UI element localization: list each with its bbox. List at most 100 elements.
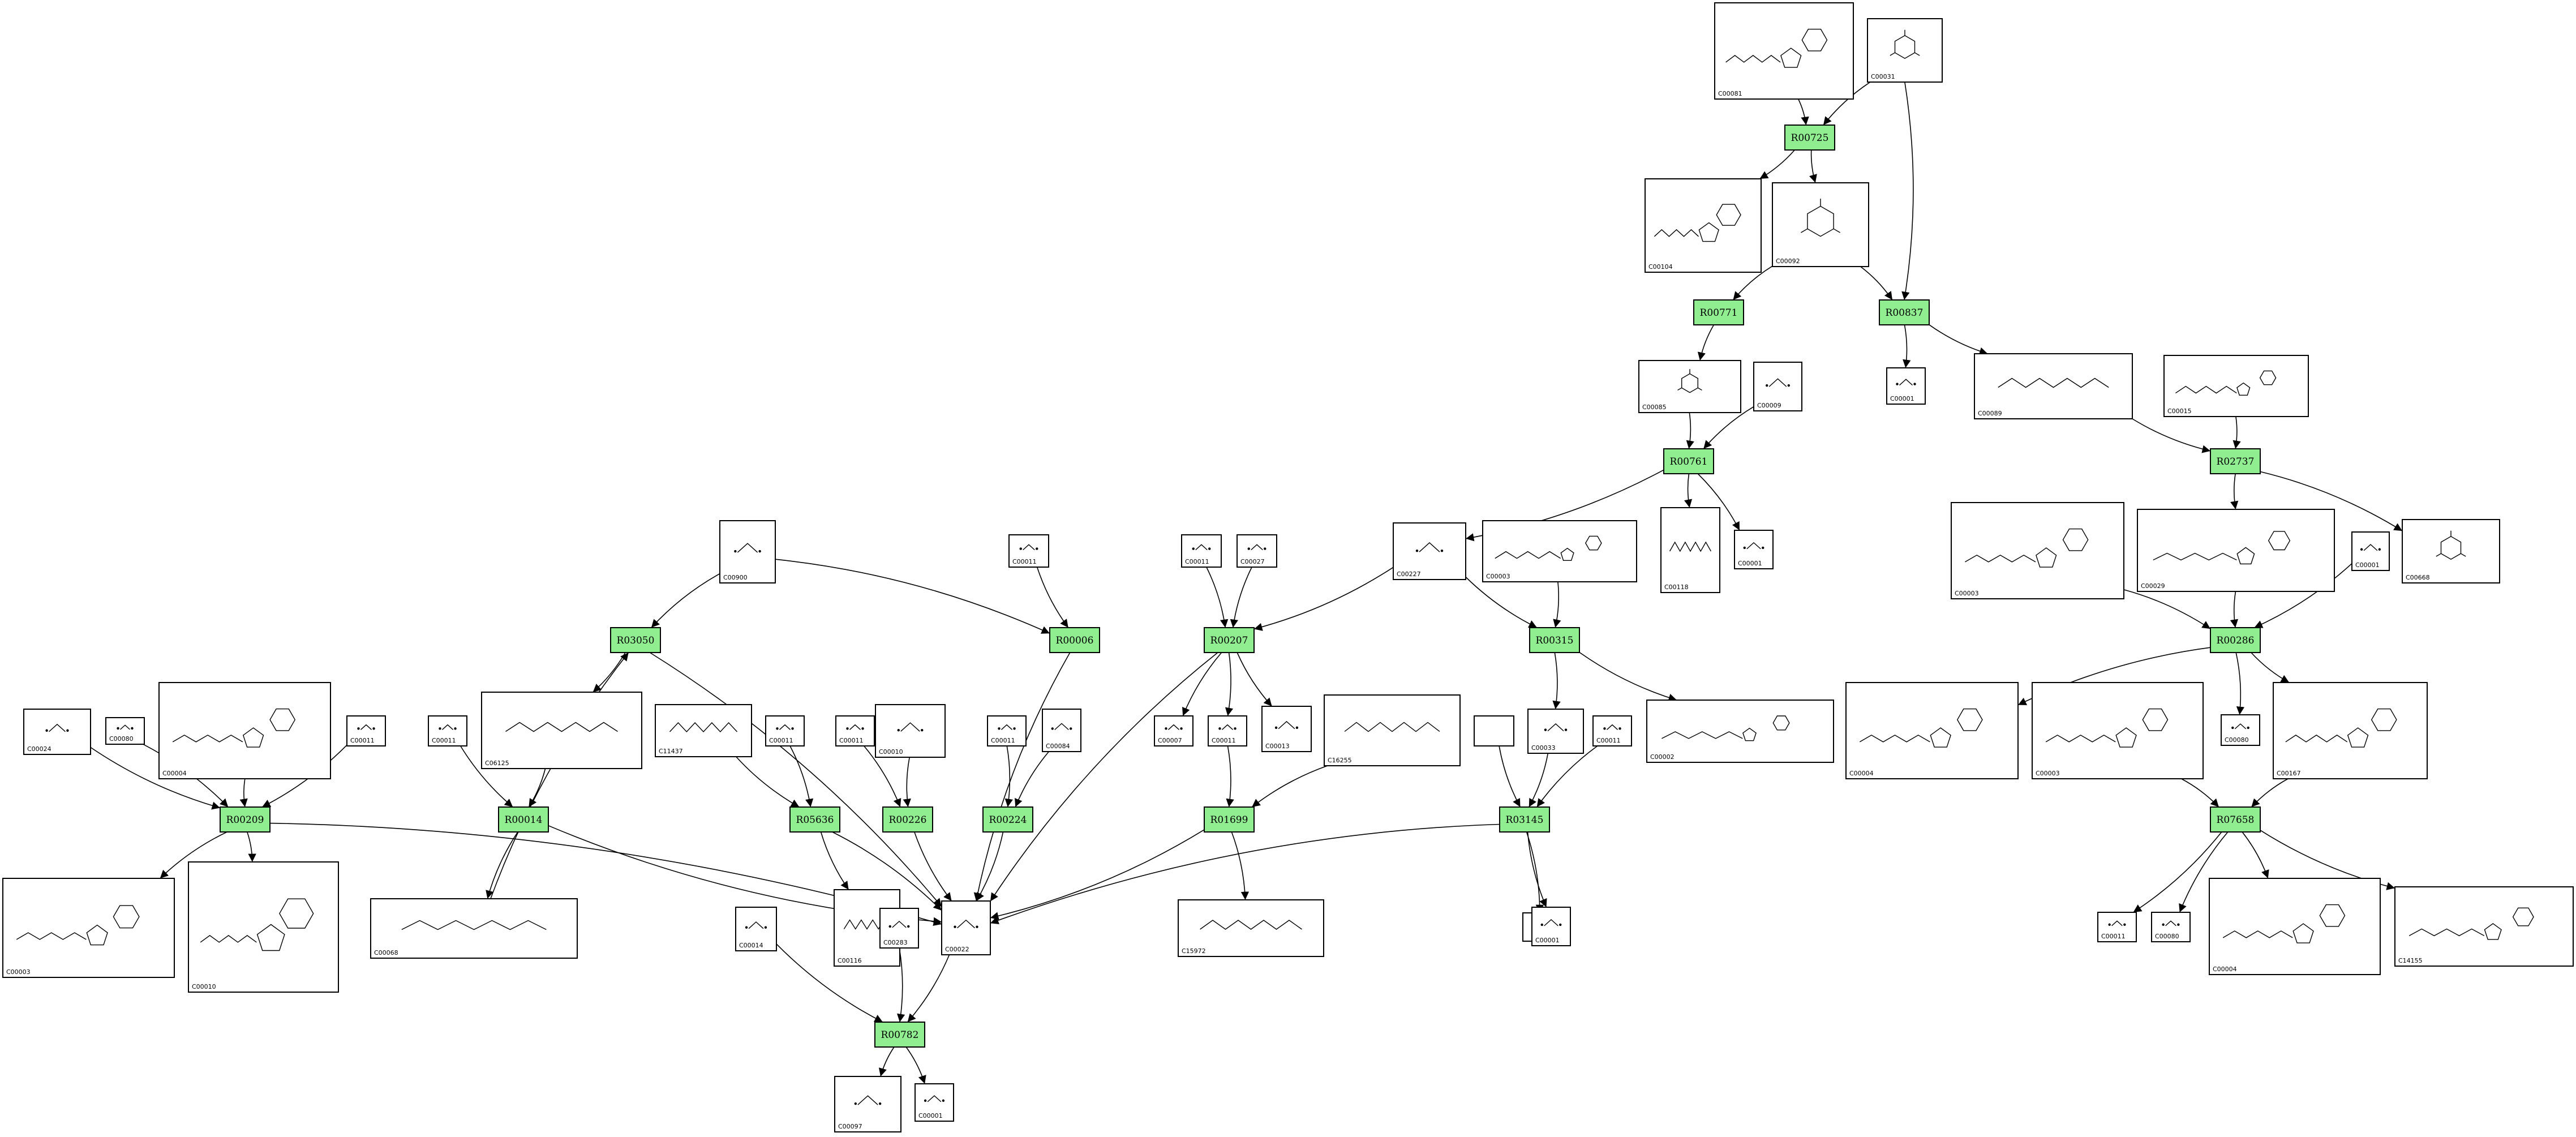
- compound-node-c00001[interactable]: C00001: [1734, 530, 1774, 569]
- edge-c00014-to-R00782: [776, 943, 883, 1023]
- reaction-box: [1049, 627, 1100, 653]
- edge-R01699-to-c15972: [1231, 831, 1250, 900]
- compound-node-c00011[interactable]: C00011: [1181, 534, 1222, 568]
- compound-node-c00104[interactable]: C00104: [1645, 178, 1762, 273]
- reaction-id-label: R00209: [226, 814, 264, 826]
- compound-node-unlabeled[interactable]: [1474, 715, 1514, 746]
- compound-node-c00080[interactable]: C00080: [2151, 912, 2191, 942]
- reaction-node-r01699[interactable]: R01699: [1204, 806, 1255, 833]
- atom-dot: [372, 727, 375, 730]
- compound-node-c06125[interactable]: C06125: [481, 692, 642, 769]
- compound-node-c00009[interactable]: C00009: [1753, 362, 1802, 411]
- compound-node-c00004[interactable]: C00004: [158, 682, 331, 779]
- compound-node-c00003[interactable]: C00003: [2, 878, 175, 978]
- compound-node-c11437[interactable]: C11437: [655, 704, 752, 757]
- compound-id-label: C00003: [1955, 590, 1979, 597]
- compound-node-c00097[interactable]: C00097: [834, 1076, 901, 1132]
- compound-node-c00004[interactable]: C00004: [2209, 878, 2381, 975]
- reaction-node-r00761[interactable]: R00761: [1663, 448, 1714, 474]
- reaction-node-r03145[interactable]: R03145: [1499, 806, 1550, 833]
- compound-node-c00011[interactable]: C00011: [1592, 715, 1632, 746]
- base-ring: [2319, 904, 2346, 927]
- compound-node-c00029[interactable]: C00029: [2137, 509, 2335, 592]
- reaction-node-r00006[interactable]: R00006: [1049, 627, 1100, 653]
- compound-node-c00001[interactable]: C00001: [1531, 907, 1571, 946]
- compound-node-c00011[interactable]: C00011: [835, 715, 875, 746]
- reaction-node-r00771[interactable]: R00771: [1693, 299, 1744, 325]
- compound-node-c00084[interactable]: C00084: [1042, 709, 1081, 752]
- edge-R02737-to-c00668: [2260, 471, 2403, 531]
- compound-node-c00003[interactable]: C00003: [1951, 502, 2124, 599]
- compound-node-c00080[interactable]: C00080: [2221, 714, 2260, 746]
- molecule-bonds: [849, 724, 861, 730]
- compound-node-c16255[interactable]: C16255: [1324, 694, 1461, 766]
- compound-node-c00031[interactable]: C00031: [1867, 18, 1943, 83]
- compound-node-c00001[interactable]: C00001: [2351, 531, 2390, 571]
- atom-dot: [1603, 727, 1606, 730]
- ribose-ring: [2036, 547, 2057, 568]
- compound-node-c00003[interactable]: C00003: [2032, 682, 2204, 779]
- compound-node-c00003[interactable]: C00003: [1482, 520, 1637, 582]
- compound-node-c00001[interactable]: C00001: [915, 1083, 954, 1122]
- compound-node-c14155[interactable]: C14155: [2394, 886, 2574, 967]
- compound-node-c00011[interactable]: C00011: [428, 715, 467, 746]
- reaction-node-r00224[interactable]: R00224: [982, 806, 1033, 833]
- compound-node-c00011[interactable]: C00011: [346, 715, 386, 746]
- reaction-node-r05636[interactable]: R05636: [789, 806, 840, 833]
- compound-node-c00033[interactable]: C00033: [1527, 709, 1584, 754]
- compound-node-c00011[interactable]: C00011: [1008, 534, 1049, 568]
- compound-node-c00900[interactable]: C00900: [719, 520, 776, 583]
- compound-node-c00001[interactable]: C00001: [1886, 367, 1926, 405]
- reaction-node-r00014[interactable]: R00014: [498, 806, 549, 833]
- base-ring: [113, 905, 140, 929]
- compound-node-c00227[interactable]: C00227: [1393, 522, 1466, 580]
- reaction-node-r02737[interactable]: R02737: [2210, 448, 2261, 474]
- compound-node-c00011[interactable]: C00011: [1208, 715, 1247, 746]
- edge-c16255-to-R01699: [1251, 765, 1328, 808]
- compound-node-c00007[interactable]: C00007: [1154, 715, 1193, 746]
- compound-node-c00011[interactable]: C00011: [765, 715, 805, 746]
- compound-node-c00283[interactable]: C00283: [879, 908, 919, 949]
- atom-dot: [357, 727, 360, 730]
- compound-node-c15972[interactable]: C15972: [1178, 899, 1324, 957]
- reaction-node-r00207[interactable]: R00207: [1204, 627, 1255, 653]
- compound-node-c00011[interactable]: C00011: [2097, 912, 2137, 942]
- compound-node-c00014[interactable]: C00014: [735, 907, 777, 951]
- compound-box: [1482, 520, 1637, 582]
- compound-id-label: C00900: [723, 574, 748, 581]
- compound-node-c00010[interactable]: C00010: [188, 861, 339, 993]
- edge-R00725-to-c00104: [1759, 149, 1795, 179]
- compound-node-c00024[interactable]: C00024: [23, 709, 91, 755]
- atom-dot: [791, 727, 794, 730]
- compound-node-c00013[interactable]: C00013: [1261, 706, 1312, 752]
- compound-node-c00004[interactable]: C00004: [1845, 682, 2019, 779]
- compound-node-c00015[interactable]: C00015: [2163, 355, 2309, 417]
- compound-node-c00080[interactable]: C00080: [105, 717, 145, 745]
- reaction-node-r00837[interactable]: R00837: [1879, 299, 1930, 325]
- ribose-ring: [2115, 727, 2137, 748]
- compound-node-c00002[interactable]: C00002: [1646, 700, 1834, 763]
- reaction-node-r00315[interactable]: R00315: [1529, 627, 1580, 653]
- compound-node-c00668[interactable]: C00668: [2402, 519, 2500, 583]
- edge-c00227-to-R00315: [1465, 576, 1538, 628]
- compound-node-c00010[interactable]: C00010: [875, 704, 946, 758]
- atom-dot: [1896, 383, 1899, 385]
- reaction-node-r00286[interactable]: R00286: [2210, 627, 2261, 653]
- compound-node-c00022[interactable]: C00022: [941, 900, 991, 955]
- reaction-node-r07658[interactable]: R07658: [2210, 806, 2261, 833]
- reaction-node-r00725[interactable]: R00725: [1784, 125, 1835, 151]
- compound-node-c00167[interactable]: C00167: [2273, 682, 2428, 779]
- compound-node-c00081[interactable]: C00081: [1714, 2, 1854, 100]
- reaction-node-r03050[interactable]: R03050: [610, 627, 661, 653]
- compound-node-c00068[interactable]: C00068: [370, 898, 578, 959]
- compound-node-c00118[interactable]: C00118: [1660, 507, 1720, 593]
- compound-node-c00011[interactable]: C00011: [987, 715, 1027, 746]
- reaction-node-r00226[interactable]: R00226: [882, 806, 933, 833]
- reaction-node-r00209[interactable]: R00209: [220, 806, 271, 833]
- compound-node-c00085[interactable]: C00085: [1638, 360, 1741, 413]
- reaction-id-label: R00315: [1536, 635, 1574, 646]
- reaction-node-r00782[interactable]: R00782: [874, 1022, 925, 1048]
- compound-node-c00027[interactable]: C00027: [1237, 534, 1277, 568]
- compound-node-c00092[interactable]: C00092: [1772, 182, 1869, 267]
- compound-node-c00089[interactable]: C00089: [1974, 353, 2133, 419]
